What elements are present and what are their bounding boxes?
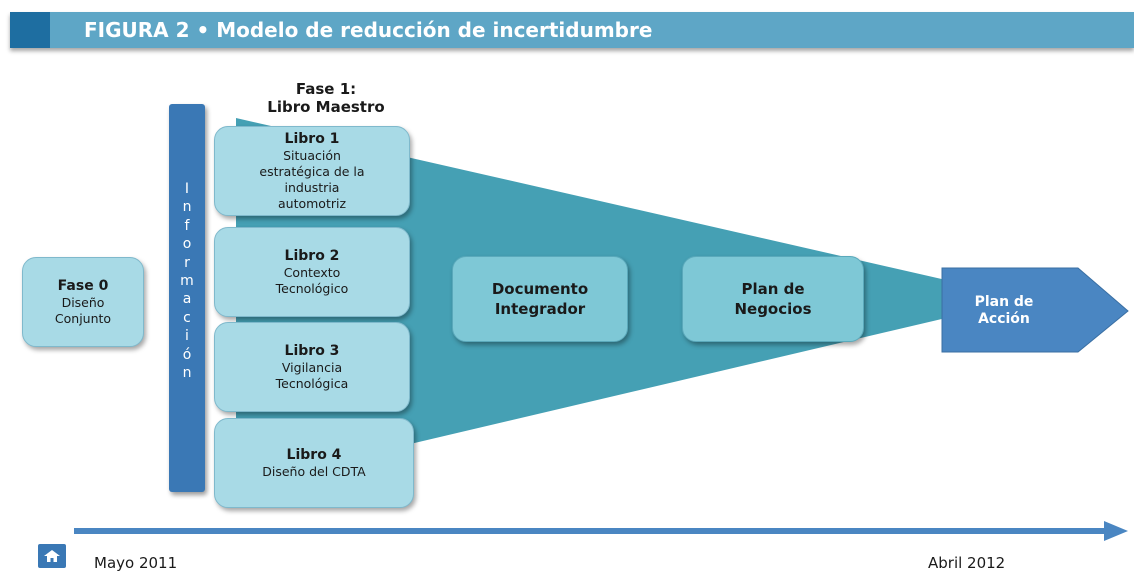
figure-header: FIGURA 2 • Modelo de reducción de incert… — [10, 12, 1134, 48]
box-line: Contexto — [283, 264, 341, 280]
box-line: Conjunto — [54, 310, 112, 326]
informacion-letters: I n f o r m a c i ó n — [169, 180, 205, 382]
documento-integrador-box: Documento Integrador — [452, 256, 628, 342]
libro4-box: Libro 4 Diseño del CDTA — [214, 418, 414, 508]
info-letter: a — [182, 291, 192, 308]
box-title: Libro 4 — [286, 446, 342, 463]
box-line: Documento — [491, 280, 589, 298]
informacion-bar: I n f o r m a c i ó n — [169, 104, 205, 492]
plan-negocios-box: Plan de Negocios — [682, 256, 864, 342]
libro2-box: Libro 2 Contexto Tecnológico — [214, 227, 410, 317]
timeline-arrowhead — [1104, 521, 1128, 541]
box-line: Tecnológico — [275, 280, 349, 296]
fase0-box: Fase 0 Diseño Conjunto — [22, 257, 144, 347]
plan-accion-line: Acción — [978, 311, 1030, 327]
box-line: Plan de — [741, 280, 805, 298]
box-line: Situación — [283, 147, 341, 163]
box-line: Negocios — [734, 300, 812, 318]
info-letter: I — [184, 181, 190, 197]
home-icon[interactable] — [38, 544, 66, 568]
info-letter: n — [182, 365, 192, 382]
box-title: Libro 3 — [284, 342, 340, 359]
phase1-label: Fase 1: Libro Maestro — [236, 80, 416, 116]
plan-accion-line: Plan de — [974, 294, 1034, 310]
phase1-line: Libro Maestro — [267, 98, 385, 116]
box-line: Diseño — [61, 294, 105, 310]
info-letter: ó — [182, 346, 192, 363]
plan-accion-arrow — [941, 267, 1129, 353]
box-line: Tecnológica — [275, 375, 349, 391]
header-accent — [10, 12, 50, 48]
info-letter: r — [184, 254, 190, 271]
box-title: Libro 2 — [284, 247, 340, 264]
info-letter: m — [180, 273, 194, 290]
box-line: industria — [284, 179, 340, 195]
info-letter: c — [183, 309, 191, 326]
phase1-line: Fase 1: — [295, 80, 357, 98]
libro1-box: Libro 1 Situación estratégica de la indu… — [214, 126, 410, 216]
info-letter: i — [185, 328, 189, 345]
box-line: automotriz — [277, 195, 347, 211]
timeline-start-date: Mayo 2011 — [94, 554, 178, 572]
box-title: Fase 0 — [57, 277, 109, 294]
figure-title: FIGURA 2 • Modelo de reducción de incert… — [84, 18, 653, 42]
plan-accion-label: Plan de Acción — [944, 294, 1064, 328]
box-title: Libro 1 — [284, 130, 340, 147]
info-letter: n — [182, 199, 192, 216]
home-glyph — [44, 550, 60, 562]
box-line: estratégica de la — [259, 163, 365, 179]
info-letter: o — [182, 236, 192, 253]
info-letter: f — [184, 217, 190, 234]
timeline-end-date: Abril 2012 — [928, 554, 1006, 572]
libro3-box: Libro 3 Vigilancia Tecnológica — [214, 322, 410, 412]
box-line: Integrador — [494, 300, 586, 318]
box-line: Diseño del CDTA — [262, 463, 366, 479]
box-line: Vigilancia — [281, 359, 343, 375]
